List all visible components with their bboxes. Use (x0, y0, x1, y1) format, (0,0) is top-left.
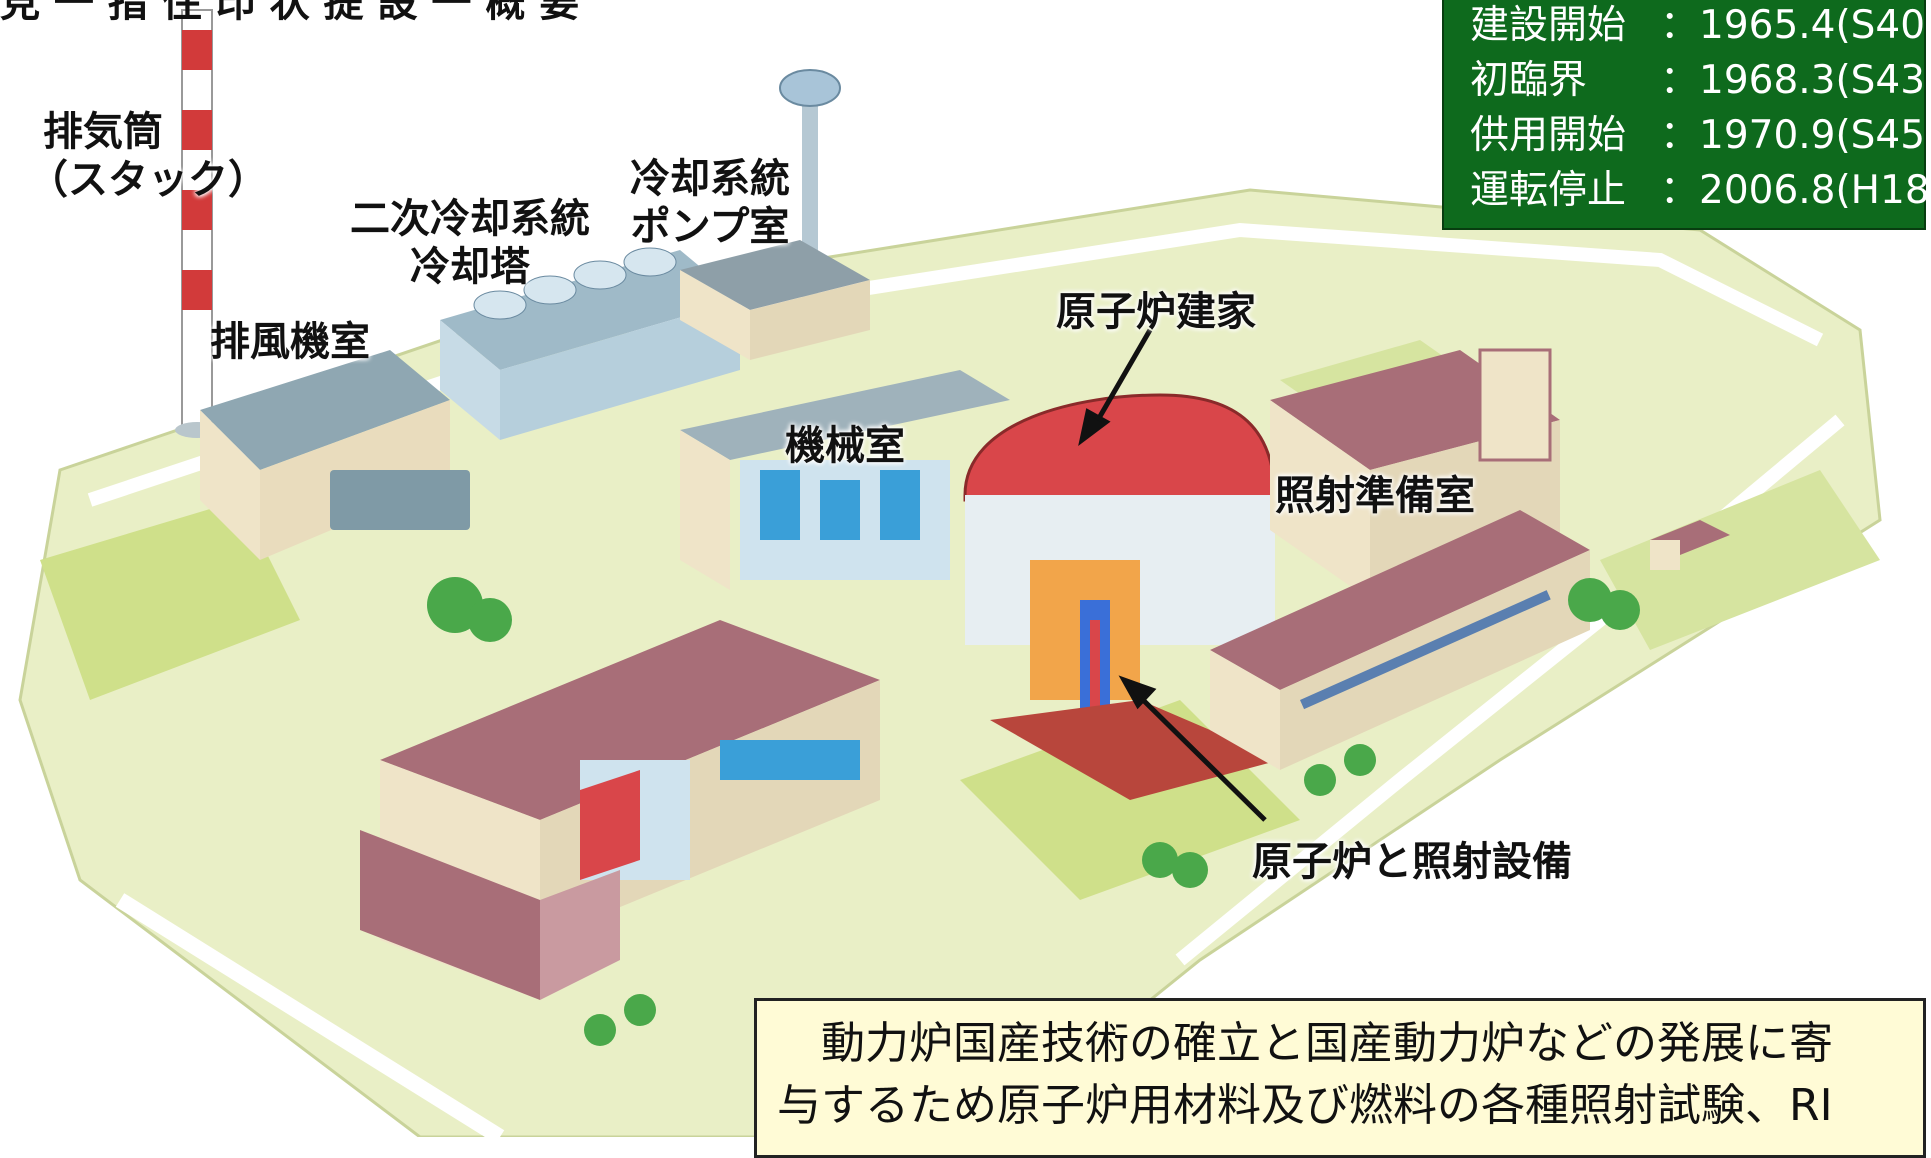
label-secondary-cooling-tower-line1: 二次冷却系統 (350, 196, 590, 242)
label-irradiation-prep-room: 照射準備室 (1275, 473, 1475, 519)
label-reactor-and-irradiation: 原子炉と照射設備 (1252, 839, 1572, 885)
lawn (40, 500, 300, 700)
label-reactor-building: 原子炉建家 (1056, 289, 1256, 335)
label-machine-room: 機械室 (785, 423, 905, 469)
label-secondary-cooling-tower-line2: 冷却塔 (410, 244, 530, 290)
arrow-reactor-equipment (1118, 675, 1267, 822)
description-line-2: 与するため原子炉用材料及び燃料の各種照射試験、RI (777, 1080, 1833, 1131)
site-road-2 (115, 893, 505, 1137)
info-key: 供用開始 (1470, 113, 1627, 158)
info-value: ：1968.3(S43) (1660, 58, 1931, 103)
info-key: 初臨界 (1470, 58, 1588, 103)
tower-building (1478, 348, 1552, 462)
description-line-1: 動力炉国産技術の確立と国産動力炉などの発展に寄 (777, 1018, 1833, 1069)
annex-building (360, 830, 620, 1000)
cooling-tower (440, 247, 740, 440)
label-exhaust-fan-room: 排風機室 (210, 319, 370, 365)
pump-room (680, 240, 870, 360)
info-value: ：1970.9(S45) (1660, 113, 1931, 158)
long-building (1210, 510, 1590, 770)
info-value: ：2006.8(H18) (1660, 168, 1931, 213)
description-box: 動力炉国産技術の確立と国産動力炉などの発展に寄 与するため原子炉用材料及び燃料の… (754, 998, 1926, 1158)
info-row-shutdown: 運転停止 ：2006.8(H18) (1470, 163, 1931, 218)
reactor-pit (990, 700, 1280, 800)
info-row-first-criticality: 初臨界 ：1968.3(S43) (1470, 53, 1931, 108)
exhaust-stack (175, 9, 219, 438)
label-exhaust-stack: 排気筒 （スタック） (28, 108, 268, 204)
label-cooling-pump-room: 冷却系統 ポンプ室 (620, 155, 800, 251)
info-key: 建設開始 (1470, 3, 1627, 48)
trees (427, 577, 1640, 1046)
arrow-reactor-building (1078, 328, 1153, 447)
label-exhaust-stack-line2: （スタック） (28, 157, 268, 203)
label-cooling-pump-room-line2: ポンプ室 (630, 204, 790, 250)
label-secondary-cooling-tower: 二次冷却系統 冷却塔 (340, 195, 600, 291)
info-row-construction-start: 建設開始 ：1965.4(S40) (1470, 0, 1931, 53)
label-cooling-pump-room-line1: 冷却系統 (630, 156, 790, 202)
label-exhaust-stack-line1: 排気筒 (43, 109, 163, 155)
info-box: 建設開始 ：1965.4(S40) 初臨界 ：1968.3(S43) 供用開始 ：19… (1442, 0, 1931, 230)
machine-room (680, 370, 1010, 590)
page-title-fragment: 見 一 指 住 印 状 提 設 一 概 要 (0, 0, 580, 26)
info-row-service-start: 供用開始 ：1970.9(S45) (1470, 108, 1931, 163)
fan-units (330, 470, 470, 530)
lawn (1600, 470, 1880, 650)
reactor-dome (963, 393, 1277, 710)
info-value: ：1965.4(S40) (1660, 3, 1931, 48)
small-shed (1650, 520, 1730, 570)
info-key: 運転停止 (1470, 168, 1627, 213)
